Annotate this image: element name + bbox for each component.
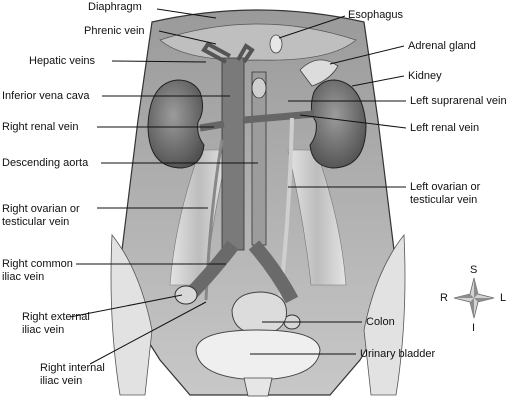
hepatic-veins-vessel xyxy=(201,41,255,64)
label-inferior-vena-cava: Inferior vena cava xyxy=(2,90,90,102)
label-diaphragm: Diaphragm xyxy=(88,1,142,13)
label-left-suprarenal-vein: Left suprarenal vein xyxy=(410,95,507,107)
label-right-renal-vein: Right renal vein xyxy=(2,121,79,133)
label-right-ovarian-line2: testicular vein xyxy=(2,216,70,228)
adrenal-gland-shape xyxy=(299,59,339,87)
label-urinary-bladder: Urinary bladder xyxy=(360,348,436,360)
label-right-ovarian-line1: Right ovarian or xyxy=(2,203,80,215)
label-right-internal-line2: iliac vein xyxy=(40,375,83,387)
label-kidney: Kidney xyxy=(408,70,442,82)
label-right-external-line2: iliac vein xyxy=(22,324,65,336)
left-body-wall xyxy=(363,233,406,396)
label-left-ovarian-line1: Left ovarian or xyxy=(410,181,481,193)
label-esophagus: Esophagus xyxy=(348,9,404,21)
esophagus-opening xyxy=(269,34,283,54)
label-right-internal-line1: Right internal xyxy=(40,362,105,374)
label-colon: Colon xyxy=(366,316,395,328)
label-right-external-line1: Right external xyxy=(22,311,90,323)
left-psoas-muscle xyxy=(287,149,347,286)
label-left-renal-vein: Left renal vein xyxy=(410,122,480,134)
urethra-shape xyxy=(243,377,273,397)
label-phrenic-vein: Phrenic vein xyxy=(84,25,145,37)
label-adrenal-gland: Adrenal gland xyxy=(408,40,476,52)
colon-shape xyxy=(231,291,287,335)
label-right-common-line1: Right common xyxy=(2,258,73,270)
right-external-iliac-opening xyxy=(174,285,198,305)
aorta-top xyxy=(251,77,267,99)
label-left-ovarian-line2: testicular vein xyxy=(410,194,478,206)
inferior-vena-cava-vessel xyxy=(221,57,245,251)
left-kidney-shape xyxy=(309,79,367,169)
compass-inferior: I xyxy=(472,322,476,334)
urinary-bladder-shape xyxy=(195,329,321,381)
left-common-iliac-vessel xyxy=(248,240,299,304)
compass-left: L xyxy=(500,292,507,304)
right-kidney-shape xyxy=(147,79,205,169)
compass-right: R xyxy=(440,292,448,304)
label-hepatic-veins: Hepatic veins xyxy=(29,55,96,67)
leader-lines xyxy=(69,8,407,365)
label-right-common-line2: iliac vein xyxy=(2,271,45,283)
compass-superior: S xyxy=(470,264,478,276)
label-descending-aorta: Descending aorta xyxy=(2,157,89,169)
direction-compass xyxy=(453,277,495,319)
